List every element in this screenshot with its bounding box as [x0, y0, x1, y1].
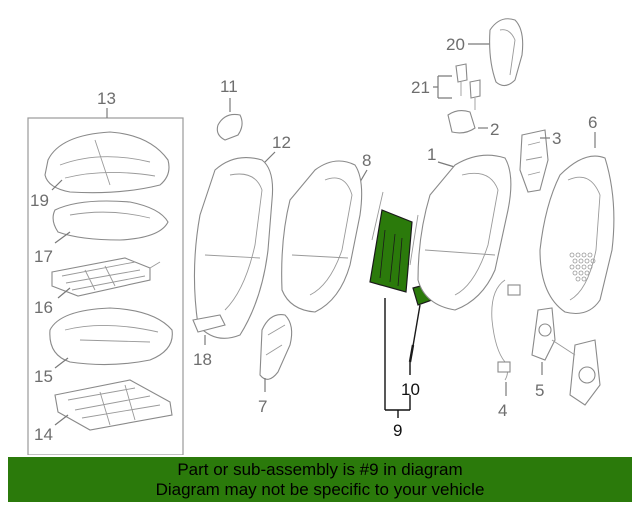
callout-18: 18 — [193, 350, 212, 369]
part-19-cushion-cover — [44, 131, 170, 194]
part-11-bracket — [216, 113, 243, 141]
callout-14: 14 — [34, 425, 53, 444]
part-14-cushion-frame — [54, 379, 173, 431]
banner-line-2: Diagram may not be specific to your vehi… — [155, 480, 485, 499]
leader-14 — [54, 414, 69, 426]
callout-15: 15 — [34, 367, 53, 386]
part-6-backrest-shell — [539, 155, 615, 315]
part-9-group: 9 — [369, 191, 419, 440]
part-10-group: 10 — [401, 283, 433, 399]
callout-19: 19 — [30, 191, 49, 210]
callout-5: 5 — [535, 381, 544, 400]
leader-16 — [57, 287, 71, 299]
callout-7: 7 — [258, 397, 267, 416]
part-7-trim-panel — [259, 314, 293, 380]
parts-diagram: 13 19 17 16 15 14 11 12 — [27, 18, 615, 455]
part-11-group: 11 — [216, 77, 243, 141]
part-21-guide-a — [455, 63, 468, 83]
leader-15 — [54, 357, 69, 369]
callout-10: 10 — [401, 380, 420, 399]
callout-20: 20 — [446, 35, 465, 54]
leader-17 — [54, 231, 71, 244]
assembly-13-frame — [27, 117, 184, 455]
leader-21 — [433, 75, 452, 99]
part-8-backrest-pad — [281, 160, 363, 313]
leader-8 — [359, 169, 368, 183]
perforation-pattern — [569, 252, 596, 282]
part-7-group: 7 — [258, 314, 293, 416]
part-15-cushion-foam — [49, 307, 173, 366]
part-1-backrest — [417, 154, 512, 311]
part-20-headrest — [489, 18, 524, 87]
callout-4: 4 — [498, 401, 507, 420]
part-21-guide-b — [469, 79, 481, 99]
cushion-assembly-group: 13 19 17 16 15 14 — [27, 89, 184, 455]
leader-19 — [51, 179, 63, 191]
callout-17: 17 — [34, 247, 53, 266]
part-18-group: 18 — [192, 314, 226, 369]
part-17-cushion-pad — [52, 200, 169, 241]
callout-8: 8 — [362, 151, 371, 170]
callout-2: 2 — [490, 120, 499, 139]
part-20-group: 20 — [446, 18, 524, 87]
callout-21: 21 — [411, 78, 430, 97]
part-8-group: 8 — [281, 151, 371, 313]
part-4-group: 4 — [491, 279, 521, 420]
part-3-bracket — [519, 129, 549, 193]
part-5-group: 5 — [531, 307, 601, 406]
part-21-group: 21 — [411, 63, 481, 110]
fitment-notice-banner: Part or sub-assembly is #9 in diagram Di… — [8, 457, 632, 502]
callout-6: 6 — [588, 113, 597, 132]
part-12-group: 12 — [193, 133, 291, 339]
callout-13: 13 — [97, 89, 116, 108]
part-1-group: 1 — [417, 145, 512, 311]
part-2-group: 2 — [447, 109, 499, 139]
part-3-group: 3 — [519, 129, 561, 193]
callout-3: 3 — [552, 129, 561, 148]
part-2-cap — [447, 109, 476, 134]
callout-11: 11 — [220, 77, 238, 96]
callout-12: 12 — [272, 133, 291, 152]
callout-1: 1 — [427, 145, 436, 164]
part-12-backrest-cover — [193, 157, 274, 339]
part-6-group: 6 — [539, 113, 615, 315]
callout-9: 9 — [393, 421, 402, 440]
banner-line-1: Part or sub-assembly is #9 in diagram — [177, 460, 463, 479]
callout-16: 16 — [34, 298, 53, 317]
part-18-pad — [192, 314, 226, 333]
